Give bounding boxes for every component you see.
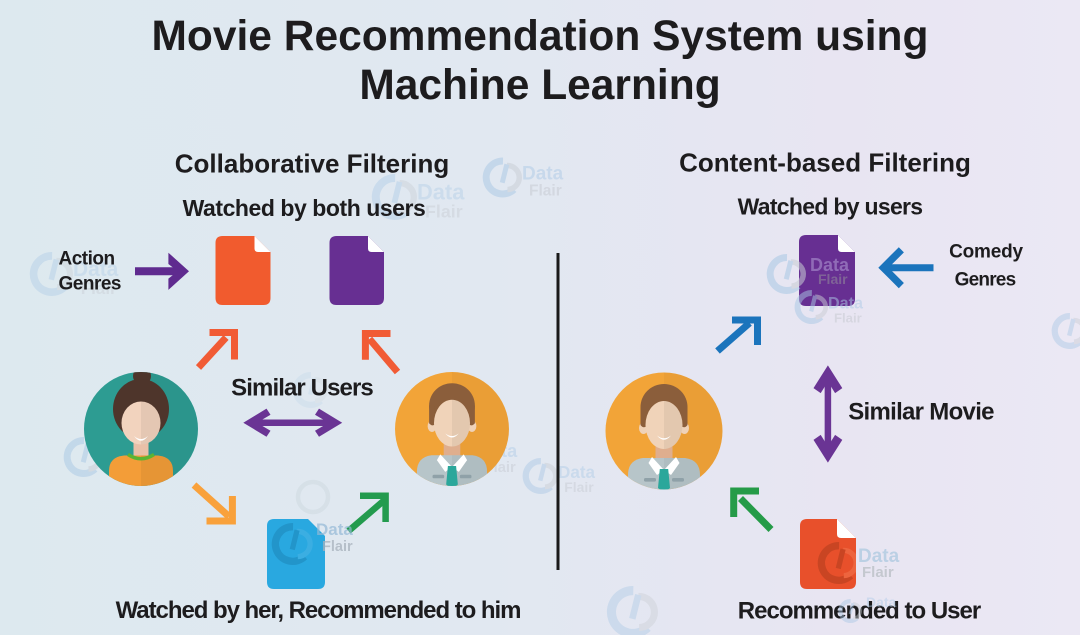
- svg-text:Genres: Genres: [955, 270, 1016, 291]
- svg-text:Flair: Flair: [322, 539, 353, 555]
- svg-text:Watched by both users: Watched by both users: [183, 195, 426, 221]
- svg-text:Similar Users: Similar Users: [231, 375, 373, 402]
- svg-text:Action: Action: [59, 249, 115, 270]
- svg-text:Data: Data: [858, 546, 900, 567]
- svg-text:Flair: Flair: [862, 564, 894, 581]
- svg-text:Data: Data: [316, 520, 353, 539]
- svg-text:Genres: Genres: [59, 274, 121, 295]
- svg-text:Watched by users: Watched by users: [738, 194, 923, 220]
- svg-text:Watched by her, Recommended to: Watched by her, Recommended to him: [116, 597, 521, 624]
- svg-text:Data: Data: [866, 594, 897, 610]
- svg-text:Similar Movie: Similar Movie: [848, 399, 994, 426]
- svg-text:Flair: Flair: [818, 271, 848, 287]
- svg-text:Machine Learning: Machine Learning: [359, 62, 720, 109]
- svg-text:Comedy: Comedy: [949, 242, 1023, 263]
- svg-text:Content-based Filtering: Content-based Filtering: [679, 148, 971, 178]
- svg-text:Collaborative Filtering: Collaborative Filtering: [175, 149, 450, 179]
- svg-text:Data: Data: [810, 255, 850, 275]
- svg-text:Movie Recommendation System us: Movie Recommendation System using: [152, 13, 929, 60]
